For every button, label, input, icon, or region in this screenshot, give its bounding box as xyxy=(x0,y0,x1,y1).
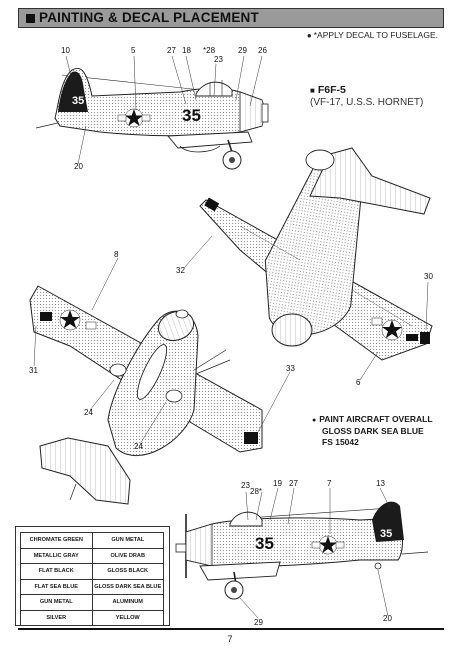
callout-27: 27 xyxy=(167,46,176,55)
callout-26: 26 xyxy=(258,46,267,55)
section-title: PAINTING & DECAL PLACEMENT xyxy=(39,10,259,25)
callout-7: 7 xyxy=(327,479,332,488)
table-row: SILVER YELLOW xyxy=(20,609,164,626)
bottom-planform-view xyxy=(29,285,263,505)
legend-cell: GLOSS DARK SEA BLUE xyxy=(91,578,164,595)
leader-lines xyxy=(33,55,429,619)
callout-8: 8 xyxy=(114,250,119,259)
callout-23: 23 xyxy=(214,55,223,64)
aircraft-unit: (VF-17, U.S.S. HORNET) xyxy=(310,97,424,108)
callout-24b: 24 xyxy=(134,442,143,451)
aircraft-model: F6F-5 xyxy=(310,84,423,97)
callout-24a: 24 xyxy=(84,408,93,417)
legend-cell: YELLOW xyxy=(91,609,164,626)
callout-28-bottom: 28* xyxy=(250,487,263,496)
legend-cell: FLAT BLACK xyxy=(20,563,93,580)
callout-27-bottom: 27 xyxy=(289,479,298,488)
decal-note: ●*APPLY DECAL TO FUSELAGE. xyxy=(307,30,438,40)
callout-31: 31 xyxy=(29,366,38,375)
table-row: METALLIC GRAY OLIVE DRAB xyxy=(20,547,164,564)
callout-29: 29 xyxy=(238,46,247,55)
legend-cell: METALLIC GRAY xyxy=(20,547,93,564)
table-row: CHROMATE GREEN GUN METAL xyxy=(20,532,164,549)
callout-6: 6 xyxy=(356,378,361,387)
color-legend: CHROMATE GREEN GUN METAL METALLIC GRAY O… xyxy=(20,532,164,626)
legend-cell: SILVER xyxy=(20,609,93,626)
callout-33: 33 xyxy=(286,364,295,373)
legend-cell: GUN METAL xyxy=(20,594,93,611)
legend-cell: CHROMATE GREEN xyxy=(20,532,93,549)
page-number: 7 xyxy=(227,634,233,644)
fuselage-code: 35 xyxy=(182,106,201,125)
legend-cell: GLOSS BLACK xyxy=(91,563,164,580)
legend-cell: FLAT SEA BLUE xyxy=(20,578,93,595)
callout-5: 5 xyxy=(131,46,136,55)
callout-30: 30 xyxy=(424,272,433,281)
callout-32: 32 xyxy=(176,266,185,275)
section-header: PAINTING & DECAL PLACEMENT xyxy=(18,8,444,28)
bullet-icon: ● xyxy=(306,31,312,40)
paint-instructions: PAINT AIRCRAFT OVERALL GLOSS DARK SEA BL… xyxy=(312,414,432,448)
callout-20-bottom: 20 xyxy=(383,614,392,623)
callout-18: 18 xyxy=(182,46,191,55)
callout-13: 13 xyxy=(376,479,385,488)
tail-code-bottom: 35 xyxy=(380,528,392,540)
legend-cell: ALUMINUM xyxy=(91,594,164,611)
callout-29-bottom: 29 xyxy=(254,618,263,627)
callout-10: 10 xyxy=(61,46,70,55)
callout-19: 19 xyxy=(273,479,282,488)
side-view-bottom: 35 35 xyxy=(175,501,429,600)
footer-divider xyxy=(18,628,444,630)
fuselage-code-bottom: 35 xyxy=(255,534,274,553)
header-bullet-icon xyxy=(26,14,35,23)
callout-28: *28 xyxy=(203,46,216,55)
callout-20: 20 xyxy=(74,162,83,171)
table-row: FLAT SEA BLUE GLOSS DARK SEA BLUE xyxy=(20,578,164,595)
top-planform-view xyxy=(199,147,433,361)
side-view-top: 35 35 xyxy=(35,67,269,170)
table-row: FLAT BLACK GLOSS BLACK xyxy=(20,563,164,580)
paint-line-2: GLOSS DARK SEA BLUE xyxy=(322,426,424,436)
legend-cell: GUN METAL xyxy=(91,532,164,549)
callout-23-bottom: 23 xyxy=(241,481,250,490)
table-row: GUN METAL ALUMINUM xyxy=(20,594,164,611)
color-legend-frame xyxy=(15,526,170,626)
paint-line-3: FS 15042 xyxy=(322,437,359,447)
tail-code: 35 xyxy=(72,95,84,107)
legend-cell: OLIVE DRAB xyxy=(91,547,164,564)
aircraft-label: F6F-5 (VF-17, U.S.S. HORNET) xyxy=(310,84,423,109)
decal-note-text: *APPLY DECAL TO FUSELAGE. xyxy=(313,30,438,40)
paint-line-1: PAINT AIRCRAFT OVERALL xyxy=(312,414,432,426)
